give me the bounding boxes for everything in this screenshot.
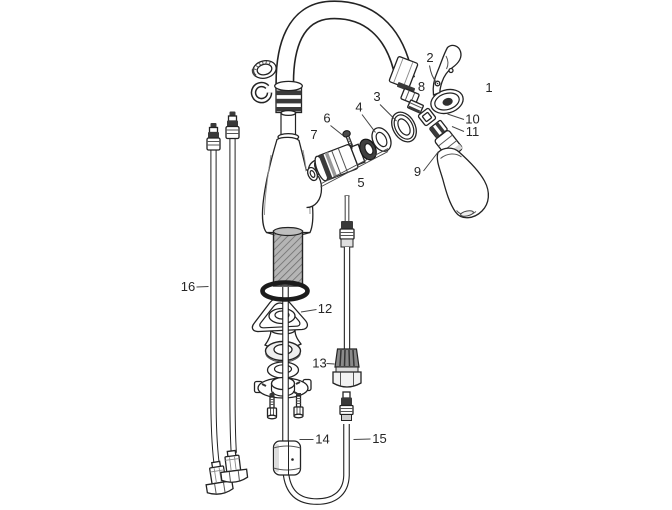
threaded-shank: [272, 226, 304, 287]
supply-hose-right: [220, 111, 249, 483]
o-ring-small-a: [306, 166, 319, 182]
part-label-14: 14: [315, 432, 329, 447]
square-ring-10: [417, 107, 437, 127]
pulldown-hose-14: [282, 287, 350, 505]
part-label-6: 6: [323, 111, 330, 126]
sprayhead-body-9: [436, 147, 489, 219]
outlet-hose-13: [339, 195, 355, 248]
bracket-5: [320, 148, 389, 188]
part-label-8: 8: [418, 79, 425, 94]
spout-end-sleeve: [388, 56, 419, 93]
part-label-13: 13: [312, 356, 326, 371]
mounting-bolt-left: [266, 394, 278, 420]
supply-hose-left: [205, 123, 234, 495]
spout-column: [274, 80, 303, 142]
leader-10: [447, 113, 465, 120]
leader-6: [330, 125, 344, 136]
leader-16: [196, 286, 209, 288]
screw-6: [342, 130, 353, 150]
part-label-1: 1: [485, 80, 492, 95]
part-label-7: 7: [310, 127, 317, 142]
leader-2: [429, 65, 437, 83]
leader-9: [423, 151, 439, 172]
handle-base: [430, 88, 464, 115]
hose-fitting-15: [339, 391, 354, 421]
handle-assembly: [430, 44, 464, 115]
part-label-3: 3: [373, 89, 380, 104]
part-label-16: 16: [181, 279, 195, 294]
leader-12: [300, 309, 317, 313]
hose-fitting-top-left: [206, 123, 221, 151]
part-label-15: 15: [372, 431, 386, 446]
handle-lever: [432, 44, 462, 96]
leader-11: [451, 126, 465, 132]
sprayhead-connector-8: [400, 88, 424, 114]
leader-15: [353, 438, 371, 440]
hose-fitting-bottom-right: [220, 449, 249, 483]
seal-ring-dark: [359, 138, 377, 161]
handle-pivot-dot: [448, 67, 454, 74]
hose-fitting-top-right: [225, 111, 240, 140]
spout-union-nut: [251, 60, 277, 79]
part-label-9: 9: [414, 164, 421, 179]
part-label-12: 12: [318, 301, 332, 316]
hose-nut-connector-13: [332, 348, 362, 388]
ring-3: [391, 111, 417, 143]
retaining-c-clip: [250, 81, 273, 104]
leader-3: [379, 104, 397, 122]
shank-o-ring: [260, 280, 310, 302]
mounting-bolt-right: [293, 393, 304, 419]
sprayhead-assembly: [417, 107, 489, 219]
leader-4: [361, 114, 376, 133]
faucet-body: [261, 136, 328, 237]
part-label-2: 2: [426, 50, 433, 65]
hose-weight: [272, 440, 302, 476]
ring-4: [371, 127, 392, 152]
hose-fitting-bottom-left: [205, 460, 234, 495]
leader-lines: [196, 65, 465, 440]
part-label-10: 10: [465, 112, 479, 127]
spout-arc-tube: [275, 0, 416, 93]
part-labels: 1 2 3 4 5 6 7 8 9 10 11 12 13 14 15 16: [181, 50, 493, 447]
part-label-4: 4: [355, 100, 362, 115]
escutcheon-plate-12: [251, 296, 309, 333]
part-label-5: 5: [357, 175, 364, 190]
cartridge-assembly: [306, 111, 417, 188]
part-label-11: 11: [466, 124, 480, 139]
leader-13: [326, 363, 335, 365]
